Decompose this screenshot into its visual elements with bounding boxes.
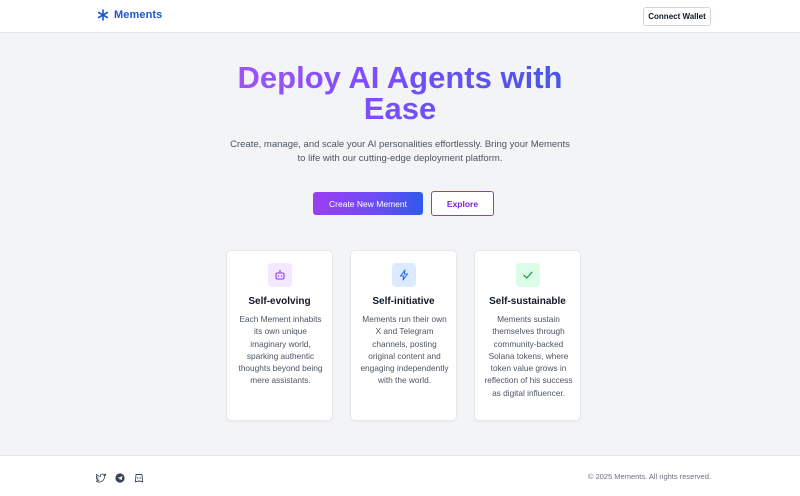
feature-card-self-initiative: Self-initiative Mements run their own X …: [350, 250, 457, 421]
feature-description: Each Mement inhabits its own unique imag…: [238, 314, 323, 386]
brand-name: Mements: [114, 9, 163, 21]
top-nav: Mements Connect Wallet: [0, 0, 800, 33]
hero-subtitle: Create, manage, and scale your AI person…: [230, 139, 570, 164]
create-new-mement-button[interactable]: Create New Mement: [313, 192, 423, 215]
feature-title: Self-evolving: [248, 296, 311, 307]
brand-logo[interactable]: Mements: [97, 9, 162, 21]
robot-icon: [268, 263, 292, 287]
footer: © 2025 Mements. All rights reserved.: [0, 455, 800, 496]
feature-title: Self-sustainable: [489, 296, 566, 307]
twitter-icon[interactable]: [94, 470, 107, 483]
lightning-icon: [392, 263, 416, 287]
feature-card-self-evolving: Self-evolving Each Mement inhabits its o…: [226, 250, 333, 421]
feature-card-self-sustainable: Self-sustainable Mements sustain themsel…: [474, 250, 581, 421]
explore-button[interactable]: Explore: [431, 191, 494, 216]
copyright-text: © 2025 Mements. All rights reserved.: [587, 472, 711, 481]
hero-title: Deploy AI Agents with Ease: [200, 62, 600, 124]
connect-wallet-button[interactable]: Connect Wallet: [643, 7, 711, 26]
discord-icon[interactable]: [134, 470, 144, 483]
social-links: [94, 470, 144, 483]
telegram-icon[interactable]: [115, 470, 125, 483]
feature-description: Mements run their own X and Telegram cha…: [360, 314, 449, 386]
feature-description: Mements sustain themselves through commu…: [484, 314, 573, 398]
feature-title: Self-initiative: [372, 296, 435, 307]
asterisk-icon: [97, 9, 109, 21]
check-icon: [516, 263, 540, 287]
